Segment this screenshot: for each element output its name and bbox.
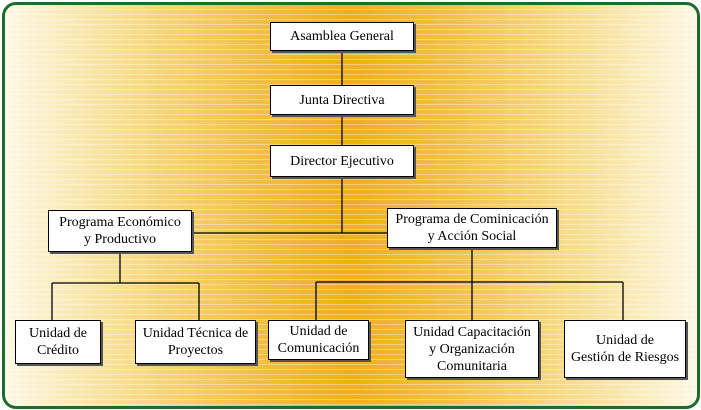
- node-asamblea-general: Asamblea General: [270, 22, 414, 51]
- node-unidad-credito: Unidad de Crédito: [15, 320, 101, 364]
- node-programa-comunicacion: Programa de Cominicación y Acción Social: [387, 208, 557, 248]
- node-director-ejecutivo: Director Ejecutivo: [270, 145, 414, 177]
- node-unidad-tecnica: Unidad Técnica de Proyectos: [135, 320, 256, 364]
- node-programa-economico: Programa Económico y Productivo: [48, 210, 192, 252]
- node-unidad-gestion-riesgos: Unidad de Gestión de Riesgos: [564, 320, 686, 378]
- node-unidad-comunicacion: Unidad de Comunicación: [268, 320, 369, 360]
- node-junta-directiva: Junta Directiva: [270, 85, 414, 115]
- node-unidad-capacitacion: Unidad Capacitación y Organización Comun…: [405, 320, 539, 378]
